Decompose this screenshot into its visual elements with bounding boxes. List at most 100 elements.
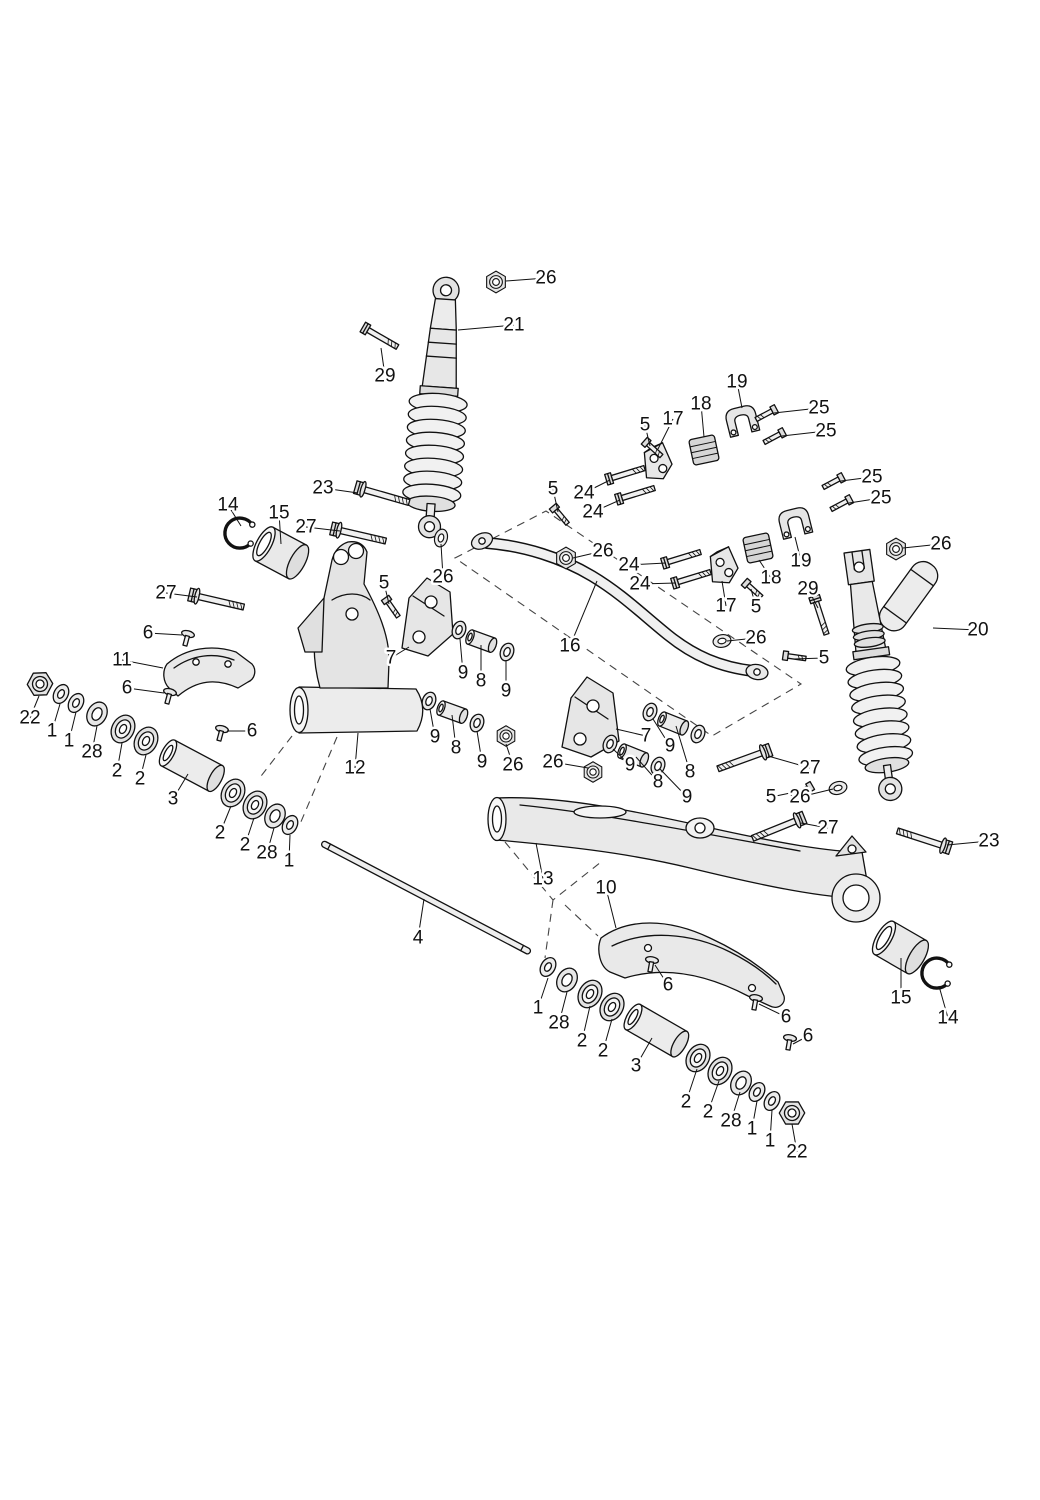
- leader-line: [700, 403, 705, 438]
- clamp-set-upper: [638, 403, 761, 484]
- leader-line: [572, 550, 604, 559]
- callout-label-5: 5: [640, 415, 651, 436]
- clamp-bracket-17: [638, 441, 676, 484]
- nut-26: [486, 270, 506, 294]
- callout-label-4: 4: [413, 928, 424, 949]
- callout-label-13: 13: [532, 869, 553, 890]
- callout-label-5: 5: [548, 479, 559, 500]
- torque-rod-4: [321, 840, 532, 955]
- leader-line: [172, 773, 189, 800]
- rubber-block-18: [741, 531, 775, 565]
- seal-28: [551, 963, 583, 997]
- callout-label-27: 27: [799, 758, 820, 779]
- screw-6: [177, 628, 196, 648]
- callout-label-23: 23: [978, 831, 999, 852]
- leader-line: [147, 632, 183, 636]
- callout-label-28: 28: [81, 742, 102, 763]
- callout-label-26: 26: [789, 787, 810, 808]
- leader-line: [685, 1068, 698, 1103]
- leader-line: [322, 487, 359, 494]
- leader-line: [569, 580, 598, 647]
- callout-label-2: 2: [681, 1092, 692, 1113]
- shock-absorber-21: [401, 276, 469, 539]
- nut-26: [556, 546, 576, 570]
- screw-25: [761, 427, 788, 448]
- nut-26: [886, 537, 906, 561]
- leader-line: [792, 657, 825, 660]
- callout-label-9: 9: [458, 663, 469, 684]
- leader-line: [417, 898, 425, 939]
- callout-label-27: 27: [817, 818, 838, 839]
- clamp-19: [776, 505, 814, 540]
- seal-28: [82, 697, 112, 731]
- linkage-plate-7-right: [561, 676, 620, 758]
- leader-line: [451, 714, 457, 749]
- leader-line: [383, 582, 390, 605]
- callout-label-12: 12: [344, 758, 365, 779]
- leader-line: [707, 1080, 720, 1113]
- callout-label-15: 15: [268, 503, 289, 524]
- callout-label-17: 17: [715, 596, 736, 617]
- thrust-washer-9: [467, 711, 487, 735]
- callout-label-16: 16: [559, 636, 580, 657]
- leader-line: [635, 756, 659, 783]
- callout-label-1: 1: [47, 721, 58, 742]
- callout-label-26: 26: [432, 567, 453, 588]
- callout-label-9: 9: [682, 787, 693, 808]
- screw-6: [780, 1033, 798, 1052]
- callout-label-25: 25: [808, 398, 829, 419]
- nut-26: [583, 761, 603, 783]
- clamp-set-lower: [704, 505, 814, 588]
- callout-label-2: 2: [135, 769, 146, 790]
- bolt-5: [781, 650, 808, 664]
- shock-absorber-20: [843, 548, 939, 802]
- lower-swing-arm-13: [487, 796, 881, 923]
- leader-line: [792, 1035, 809, 1045]
- upper-swing-arm-12: [289, 541, 424, 734]
- leader-line: [652, 718, 671, 747]
- bolt-24: [604, 462, 647, 486]
- leader-line: [581, 1005, 591, 1042]
- callout-label-28: 28: [720, 1111, 741, 1132]
- callout-label-17: 17: [662, 409, 683, 430]
- leader-line: [750, 588, 757, 608]
- leader-line: [932, 627, 979, 631]
- screw-25: [753, 404, 780, 425]
- leader-line: [758, 1003, 787, 1018]
- callout-label-7: 7: [641, 726, 652, 747]
- chain-guard-10: [598, 922, 785, 1008]
- leader-line: [721, 580, 727, 607]
- bolt-27: [714, 741, 774, 777]
- leader-line: [628, 562, 667, 566]
- callout-label-20: 20: [967, 620, 988, 641]
- leader-line: [675, 725, 691, 773]
- nut-26: [496, 725, 516, 747]
- bolt-29: [808, 593, 833, 637]
- leader-line: [794, 536, 802, 562]
- callout-label-27: 27: [155, 583, 176, 604]
- callout-label-6: 6: [663, 975, 674, 996]
- leader-line: [946, 840, 990, 846]
- leader-line: [769, 1109, 773, 1142]
- leader-line: [938, 985, 949, 1019]
- washer-26: [827, 779, 849, 797]
- callout-label-1: 1: [533, 998, 544, 1019]
- callout-label-26: 26: [592, 541, 613, 562]
- leader-line: [583, 479, 611, 494]
- callout-label-5: 5: [751, 597, 762, 618]
- leader-line: [51, 703, 61, 732]
- callout-label-8: 8: [451, 738, 462, 759]
- callout-label-27: 27: [295, 517, 316, 538]
- callout-label-23: 23: [312, 478, 333, 499]
- leader-line: [781, 430, 827, 437]
- leader-line: [654, 964, 669, 986]
- callout-label-6: 6: [143, 623, 154, 644]
- leader-line: [758, 559, 772, 579]
- linkage-plate-7-left: [401, 577, 454, 657]
- callout-label-24: 24: [629, 574, 651, 595]
- callout-label-29: 29: [374, 366, 395, 387]
- rubber-block-18: [687, 433, 721, 467]
- callout-label-19: 19: [726, 372, 747, 393]
